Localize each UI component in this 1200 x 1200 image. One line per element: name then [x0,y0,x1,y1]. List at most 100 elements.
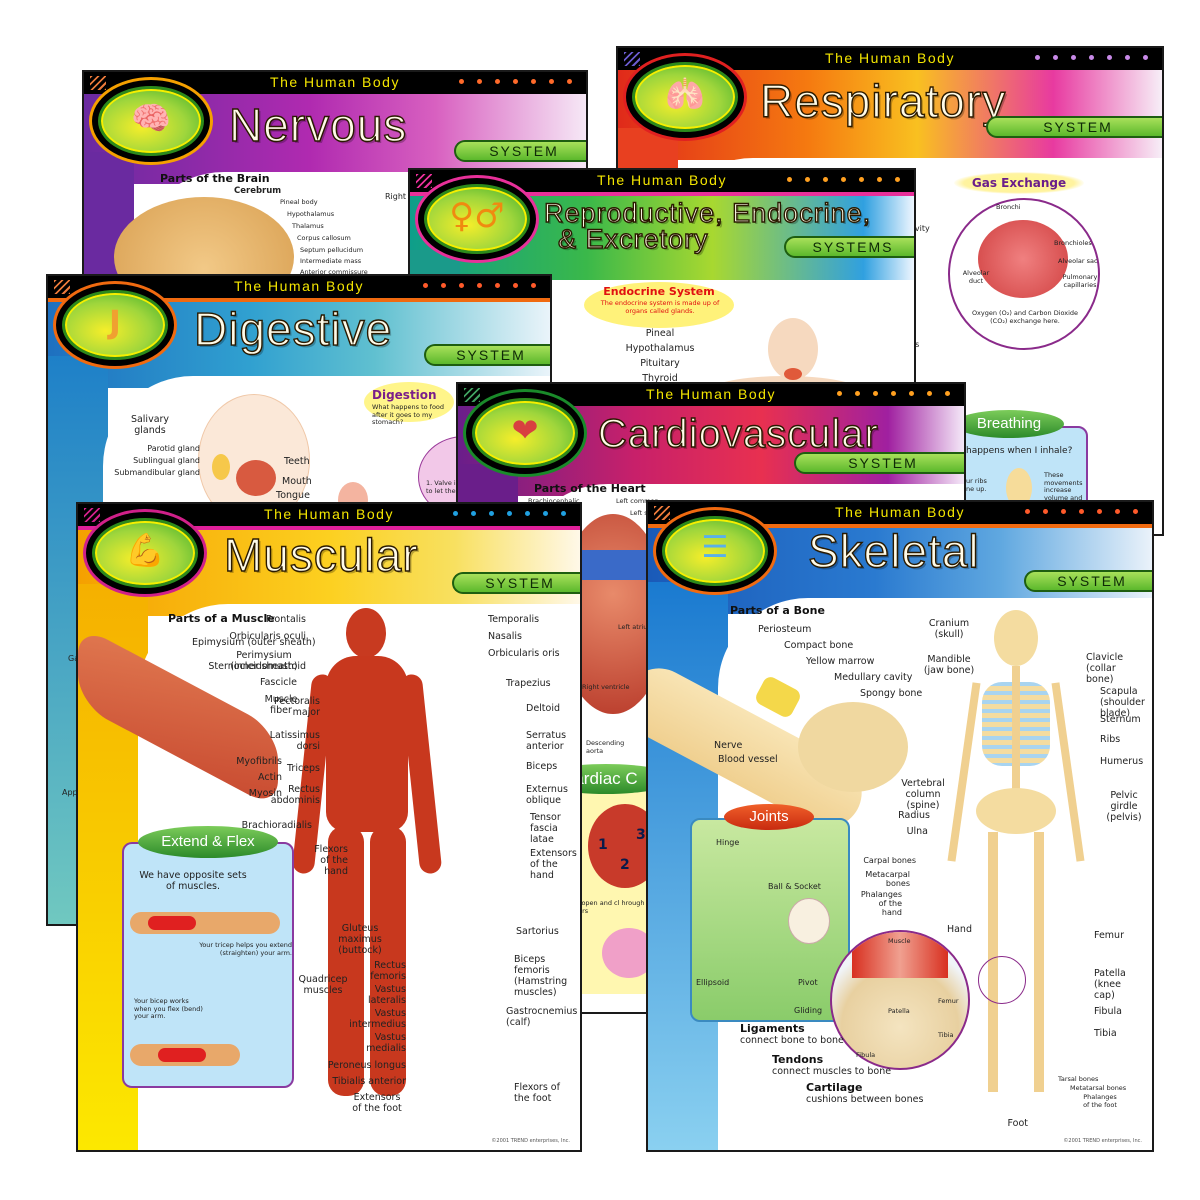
system-pill: SYSTEM [454,140,586,162]
extend-flex-heading: Extend & Flex [138,826,278,858]
digestion-question: What happens to food after it goes to my… [372,403,445,426]
digestion-heading: Digestion [372,388,437,402]
head-illustration [346,608,386,658]
label: Metacarpal bones [865,870,910,888]
label: Scapula (shoulder blade) [1100,686,1145,719]
label: Alveolar sac [1058,257,1098,265]
mouth-illustration [236,460,276,496]
label: Deltoid [526,703,561,714]
hatch-decoration [90,76,106,90]
system-pill: SYSTEM [986,116,1162,138]
gas-exchange-note: Oxygen (O₂) and Carbon Dioxide (CO₂) exc… [971,309,1079,325]
poster-title-line2: & Excretory [557,223,709,254]
breathing-note-left: ur ribs ne up. [966,477,987,493]
header-bar [458,384,964,406]
label: Triceps [287,763,320,774]
label: Externus oblique [526,784,568,806]
label: Trapezius [506,678,551,689]
label: Pineal [645,328,675,339]
label: Vastus medialis [366,1032,406,1054]
label: Parotid gland [147,444,200,453]
label: Hypothalamus [625,343,695,354]
label: Humerus [1100,756,1144,767]
breathing-heading: Breathing [954,410,1064,438]
label: Hypothalamus [287,210,335,218]
bicep-note: Your bicep works when you flex (bend) yo… [134,997,203,1020]
chamber-number: 2 [620,857,630,873]
emblem: ♀♂ [418,178,536,260]
header-dots [837,391,950,396]
label: Actin [258,772,282,783]
section-heading: Parts of the Heart [534,482,646,495]
label: Yellow marrow [806,656,875,667]
header-bar [78,504,580,526]
label: Sublingual gland [133,456,200,465]
label: Vertebral column (spine) [901,778,945,811]
label: Biceps [526,761,558,772]
label: Sartorius [516,926,559,937]
right-leg-illustration [370,826,406,1096]
label: Temporalis [488,614,540,625]
joints-heading: Joints [724,804,814,830]
label: Tensor fascia latae [530,812,561,845]
label: Medullary cavity [834,672,913,683]
label: Tarsal bones [1058,1075,1099,1083]
label: Corpus callosum [297,234,351,242]
label: Left s [630,509,648,517]
definition-term: Tendons [772,1053,824,1066]
label: Frontalis [265,614,306,625]
label: App [62,788,78,797]
label: Pituitary [640,358,680,369]
header-dots [423,283,536,288]
definition-text: connect muscles to bone [772,1066,892,1077]
knee-label: Patella [888,1007,910,1015]
extend-flex-intro: We have opposite sets of muscles. [139,870,247,892]
endocrine-heading: Endocrine System [603,285,715,298]
torso-illustration [326,656,408,832]
header-dots [1035,55,1148,60]
salivary-gland-illustration [212,454,230,480]
emblem: ❤ [466,392,584,474]
header-bar [618,48,1162,70]
bone-end-illustration [798,702,908,792]
series-header: The Human Body [270,74,400,90]
system-pill: SYSTEM [1024,570,1152,592]
joint-type: Ellipsoid [696,978,730,987]
lungs-icon: 🫁 [665,75,705,113]
tricep-note: Your tricep helps you extend (straighten… [199,941,292,957]
label: Extensors of the hand [530,848,577,881]
label: Right ventricle [582,683,630,691]
label: Mouth [282,476,312,487]
label: Hand [946,924,972,935]
label: Periosteum [758,624,812,635]
band-stripe [648,524,1152,528]
label: Sternocleidomastoid [208,661,306,672]
label: Phalanges of the foot [1083,1093,1117,1109]
label: Pelvic girdle (pelvis) [1106,790,1142,823]
series-header: The Human Body [835,504,965,520]
joint-type: Ball & Socket [768,882,821,891]
label: Ulna [906,826,928,837]
header-bar [410,170,914,192]
emblem: ☰ [656,510,774,592]
label: Bronchi [996,203,1021,211]
label: Left atrium [618,623,654,631]
label: Gluteus maximus (buttock) [338,923,382,956]
poster-skeletal: The Human Body ☰ Skeletal SYSTEM Parts o… [646,500,1154,1152]
label: Sternum [1100,714,1141,725]
label: Extensors of the foot [352,1092,402,1114]
header-bar [648,502,1152,524]
chamber-number: 1 [598,837,608,853]
joint-type: Gliding [794,1006,823,1015]
endocrine-bubble [584,282,734,328]
system-pill: SYSTEM [452,572,580,594]
label: avity [910,224,930,233]
label: Submandibular gland [114,468,200,477]
label: Brachioradialis [241,820,312,831]
ribcage-icon: ☰ [701,530,729,565]
series-header: The Human Body [597,172,727,188]
hatch-decoration [464,388,480,402]
label: Compact bone [784,640,854,651]
label: Rectus abdominis [270,784,320,806]
poster-title: Respiratory [759,74,1007,127]
